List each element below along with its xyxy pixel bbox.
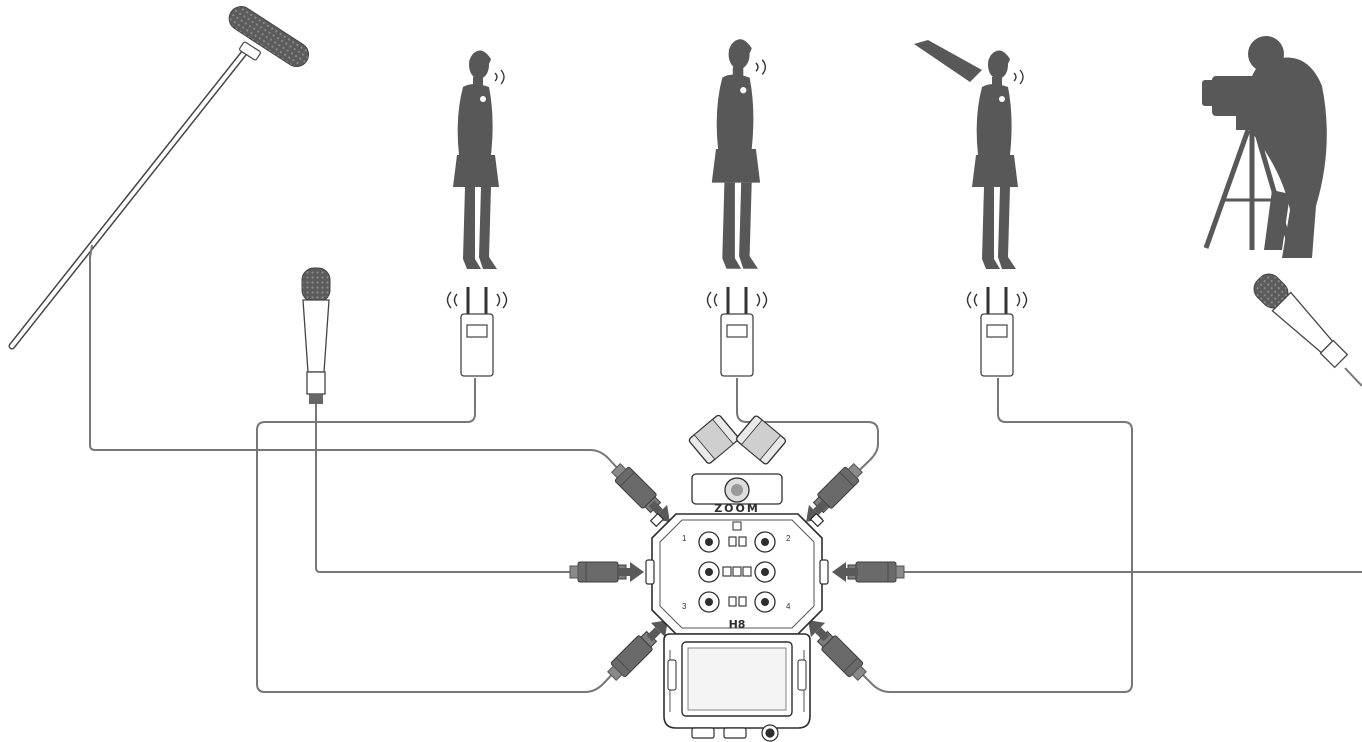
wireless-receiver-icon-2	[706, 285, 768, 378]
handheld-mic-icon	[301, 267, 331, 404]
camera-operator-icon	[1202, 36, 1327, 258]
cable-camera-mic	[890, 367, 1362, 573]
shotgun-mic-on-boom-icon	[8, 6, 310, 350]
cable-receiver-3	[851, 378, 1133, 693]
cable-receiver-2	[736, 378, 879, 485]
woman-with-lavalier-icon-3	[914, 40, 1024, 270]
input-number-2: 2	[786, 534, 791, 543]
side-jacks	[645, 512, 829, 585]
handy-recorder-icon: ZOOM 1 2 3 4 H8	[645, 414, 829, 742]
track-buttons	[722, 536, 752, 607]
woman-with-lavalier-icon-2	[711, 38, 767, 270]
woman-with-lavalier-icon-1	[452, 49, 505, 270]
xy-mic-capsule	[688, 414, 787, 505]
input-number-1: 1	[682, 534, 687, 543]
cable-receiver-1	[256, 378, 623, 693]
cable-handheld	[315, 404, 575, 573]
wireless-receiver-icon-3	[966, 285, 1028, 378]
camera-handheld-mic-icon	[1253, 273, 1349, 369]
input-number-4: 4	[786, 602, 791, 611]
recorder-model: H8	[729, 618, 746, 631]
xlr-connector-icon-left	[569, 561, 627, 583]
input-number-3: 3	[682, 602, 687, 611]
cable-shotgun	[89, 255, 631, 483]
wireless-receiver-icon-1	[446, 285, 508, 378]
transport-buttons	[691, 724, 779, 742]
recorder-brand: ZOOM	[714, 502, 760, 515]
